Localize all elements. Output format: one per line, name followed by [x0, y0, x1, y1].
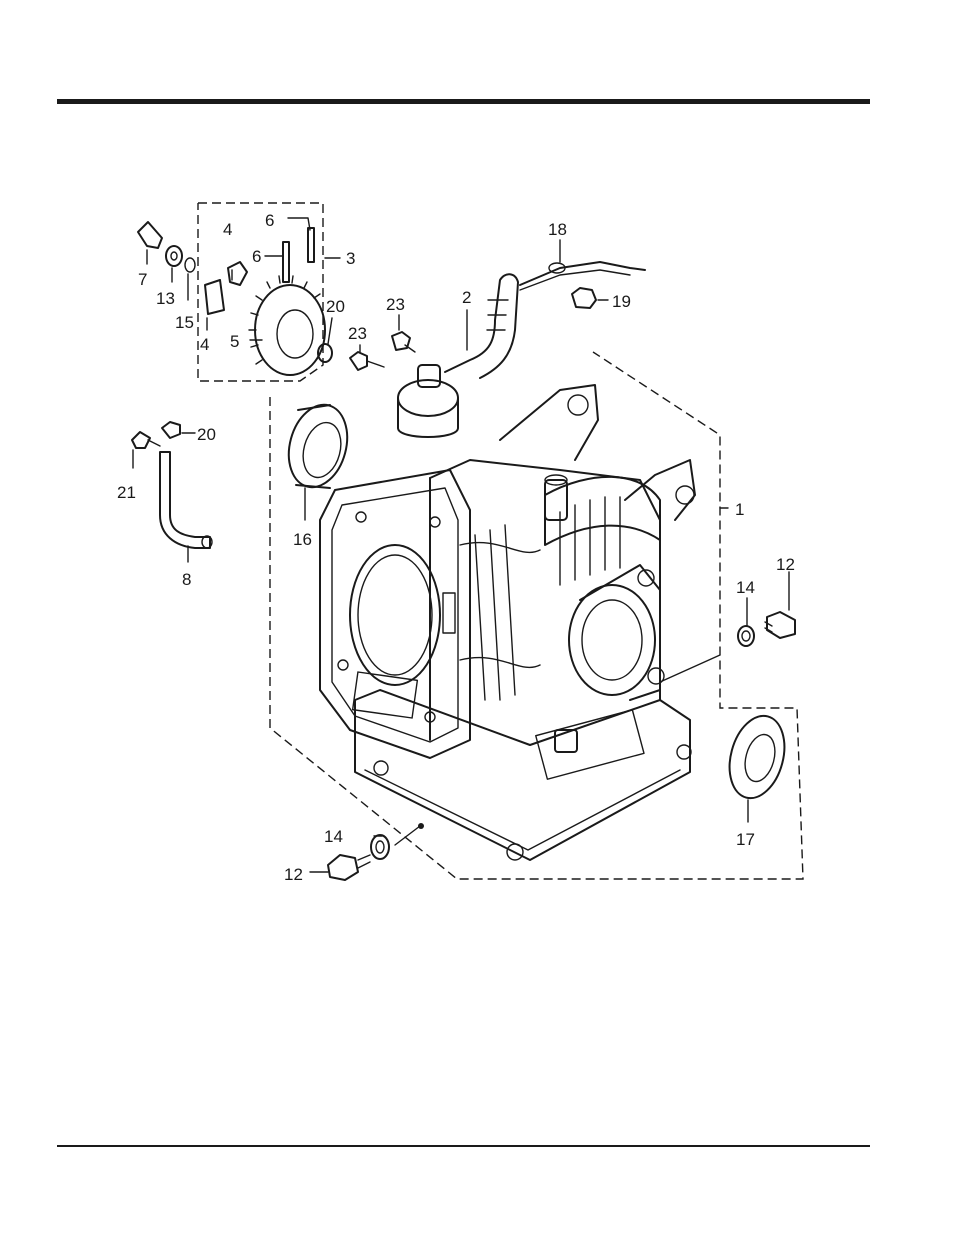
- oil-seal-part-17: [721, 710, 793, 805]
- callout-13: 13: [156, 289, 175, 308]
- bolt-part-23-upper: [392, 332, 415, 352]
- callout-21: 21: [117, 483, 136, 502]
- callout-2: 2: [462, 288, 471, 307]
- bolt-part-23-left: [350, 352, 384, 370]
- crankcase-body: [320, 385, 695, 860]
- callout-6-upper: 6: [265, 211, 274, 230]
- callout-16: 16: [293, 530, 312, 549]
- callout-7: 7: [138, 270, 147, 289]
- callout-1: 1: [735, 500, 744, 519]
- callout-19: 19: [612, 292, 631, 311]
- nut-part-19: [572, 288, 596, 308]
- callout-6-lower: 6: [252, 247, 261, 266]
- callout-4-lower: 4: [200, 335, 209, 354]
- callout-15: 15: [175, 313, 194, 332]
- callout-14-right: 14: [736, 578, 755, 597]
- callout-5: 5: [230, 332, 239, 351]
- bottom-rule: [57, 1145, 870, 1147]
- callout-17: 17: [736, 830, 755, 849]
- callout-23-upper: 23: [386, 295, 405, 314]
- callout-20-upper: 20: [326, 297, 345, 316]
- callout-4-upper: 4: [223, 220, 232, 239]
- callout-14-lower: 14: [324, 827, 343, 846]
- callout-23-left: 23: [348, 324, 367, 343]
- callout-3: 3: [346, 249, 355, 268]
- callout-12-right: 12: [776, 555, 795, 574]
- callout-20-left: 20: [197, 425, 216, 444]
- callout-12-lower: 12: [284, 865, 303, 884]
- callout-18: 18: [548, 220, 567, 239]
- bearing-part-16: [280, 398, 356, 494]
- oil-sensor-part-2: [398, 262, 645, 437]
- callout-8: 8: [182, 570, 191, 589]
